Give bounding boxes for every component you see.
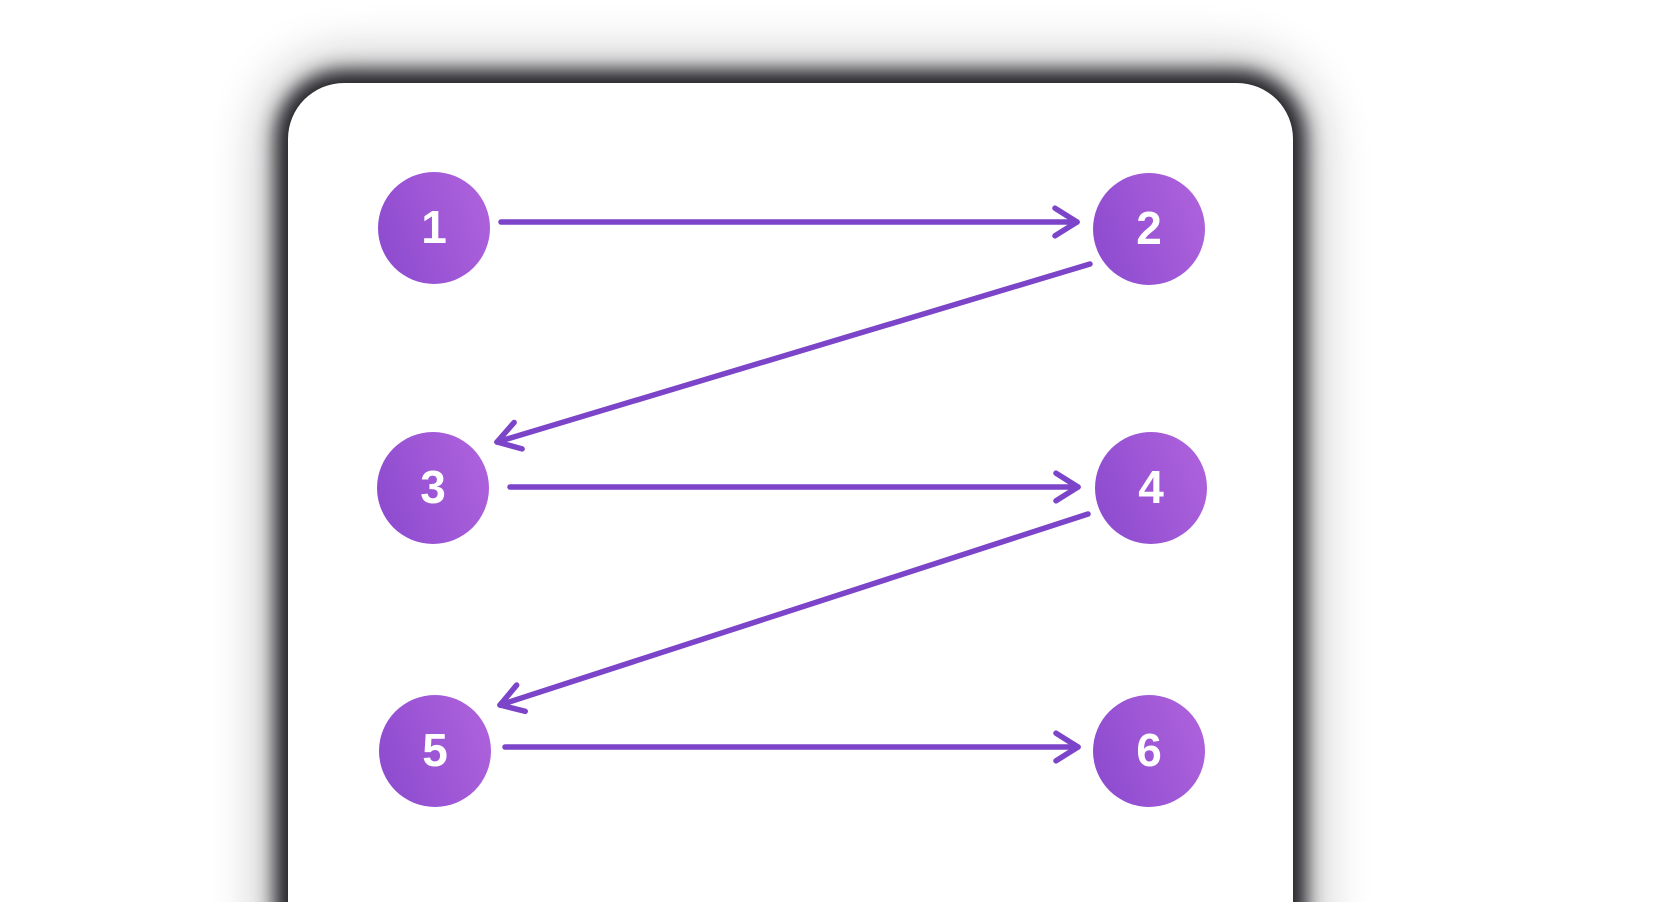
step-node-4-label: 4 [1138, 461, 1164, 513]
step-node-5: 5 [379, 695, 491, 807]
step-node-3: 3 [377, 432, 489, 544]
step-node-4: 4 [1095, 432, 1207, 544]
step-node-2-label: 2 [1136, 202, 1162, 254]
step-node-3-label: 3 [420, 461, 446, 513]
step-node-2: 2 [1093, 173, 1205, 285]
step-node-1: 1 [378, 172, 490, 284]
step-node-6: 6 [1093, 695, 1205, 807]
step-node-1-label: 1 [421, 201, 447, 253]
step-node-6-label: 6 [1136, 724, 1162, 776]
step-node-5-label: 5 [422, 724, 448, 776]
